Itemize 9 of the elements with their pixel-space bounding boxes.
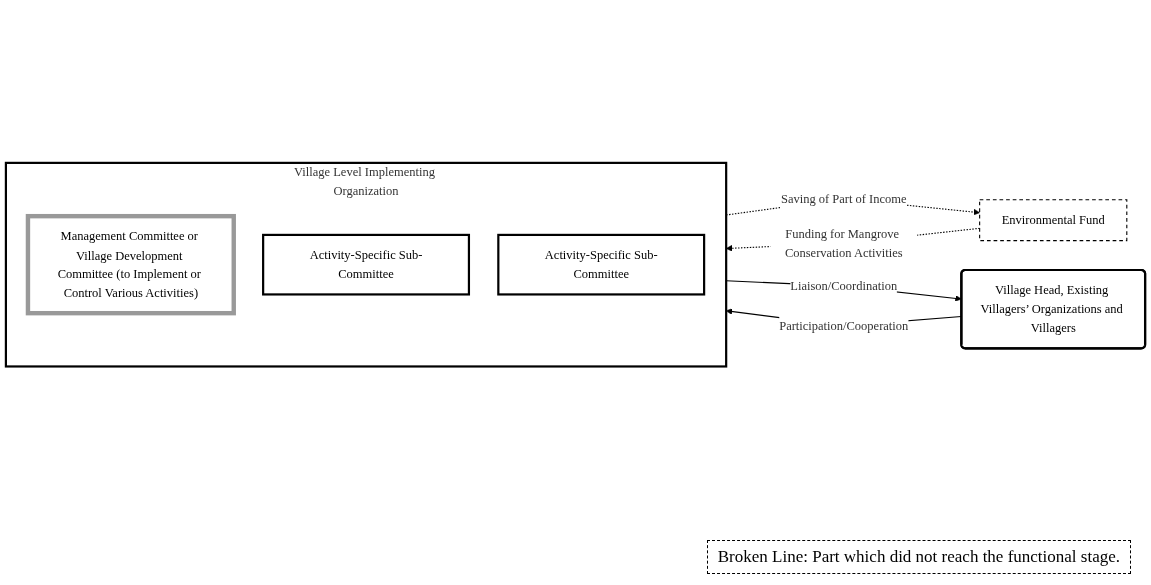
edge-label: Liaison/Coordination bbox=[790, 279, 898, 294]
legend-entry: Broken Line: Part which did not reach the functional stage. bbox=[706, 540, 1131, 574]
node-box: Activity-Specific Sub-Committee bbox=[497, 234, 706, 296]
edge-label: Participation/Cooperation bbox=[779, 319, 909, 333]
node-box: Activity-Specific Sub-Committee bbox=[262, 234, 471, 296]
edge-label: Funding for Mangrove Conservation Activities bbox=[784, 227, 903, 260]
node-box: Management Committee or Village Development Committee (to Implement or Control Various Activities) bbox=[25, 214, 236, 316]
edge-label: Saving of Part of Income bbox=[780, 191, 907, 206]
node-box: Environmental Fund bbox=[979, 199, 1128, 242]
